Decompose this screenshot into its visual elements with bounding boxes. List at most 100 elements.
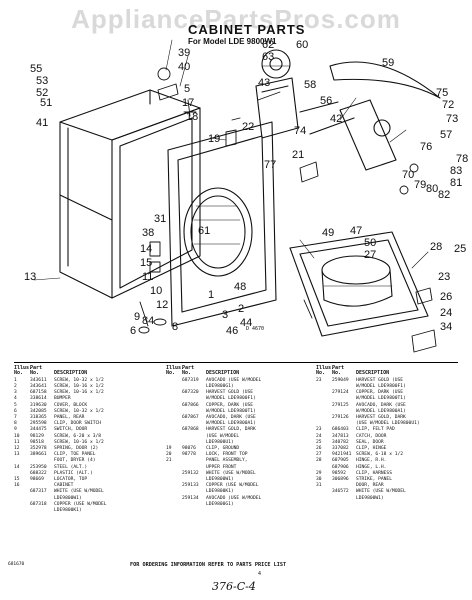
- callout-number: 44: [240, 317, 253, 329]
- part-description: CLIP, HINGE: [356, 446, 387, 452]
- part-description: CLIP, HARNESS: [356, 470, 392, 476]
- part-description: W/MODEL LDE9800F1): [206, 396, 256, 402]
- upper-right-parts: [255, 49, 441, 171]
- callout-number: 31: [154, 213, 167, 225]
- part-description: SCREW, 10-16 x 1/2: [54, 390, 104, 396]
- part-number: 344475: [30, 427, 47, 433]
- part-description: SPRING, DOOR (2): [54, 446, 99, 452]
- table-row: 259133 COPPER (USE W/MODEL: [166, 483, 286, 489]
- part-description: W/MODEL LDE9800A1): [356, 408, 406, 414]
- side-code: 681670: [8, 562, 25, 567]
- part-number: 295598: [30, 421, 47, 427]
- illus-number: 29: [316, 470, 322, 476]
- part-description: CLIP, TOE PANEL: [54, 452, 96, 458]
- callout-number: 81: [450, 177, 463, 189]
- part-description: AVOCADO, DARK (USE: [206, 415, 256, 421]
- part-description: CABINET: [54, 483, 74, 489]
- leader-lines: [33, 39, 429, 281]
- table-row: LDE9800W1): [316, 496, 436, 502]
- table-row: LDE9800G1): [166, 384, 286, 390]
- table-row: LDE9800W1): [166, 477, 286, 483]
- callout-number: 84: [142, 315, 155, 327]
- part-description: HARVEST GOLD (USE: [356, 377, 404, 383]
- illus-number: 5: [14, 402, 17, 408]
- illus-number: [166, 502, 182, 508]
- page-number: 4: [258, 571, 262, 577]
- callout-number: 22: [242, 121, 255, 133]
- part-description: LOCATOR, TOP: [54, 477, 88, 483]
- part-number: 337082: [332, 446, 349, 452]
- callout-number: 18: [186, 111, 199, 123]
- callout-number: 40: [178, 61, 191, 73]
- part-number: 98592: [332, 470, 346, 476]
- callout-number: 13: [24, 271, 37, 283]
- callout-number: 12: [156, 299, 169, 311]
- illus-number: 4: [14, 396, 17, 402]
- part-number: [332, 496, 356, 502]
- part-number: 318365: [30, 415, 47, 421]
- table-row: W/MODEL LDE9800T1): [316, 396, 436, 402]
- callout-number: 21: [292, 149, 305, 161]
- callout-number: 56: [320, 95, 333, 107]
- part-description: COPPER (USE W/MODEL: [206, 483, 259, 489]
- callout-number: 39: [178, 47, 191, 59]
- callout-number: 34: [440, 321, 453, 333]
- callout-number: 47: [350, 225, 363, 237]
- part-description: W/MODEL LDE9800T1): [206, 408, 256, 414]
- callout-number: 27: [364, 249, 377, 261]
- table-row: W/MODEL LDE9800A1): [166, 421, 286, 427]
- illus-number: 11: [14, 439, 20, 445]
- hardware: [138, 67, 437, 353]
- part-number: 253950: [30, 464, 47, 470]
- part-description: SCREW, 10-32 x 1/2: [54, 377, 104, 383]
- illus-number: 6: [14, 408, 17, 414]
- illus-number: 28: [316, 458, 322, 464]
- callout-number: 70: [402, 169, 415, 181]
- part-number: 259133: [182, 483, 199, 489]
- part-description: PLASTIC (ALT.): [54, 470, 93, 476]
- callout-number: 59: [382, 57, 395, 69]
- callout-number: 46: [226, 325, 239, 337]
- part-description: COVER, BLOCK: [54, 402, 88, 408]
- illus-number: 23: [316, 427, 322, 433]
- part-description: SCREW, 6-20 x 3/8: [54, 433, 102, 439]
- part-description: WHITE (USE W/MODEL: [54, 489, 104, 495]
- part-description: BUMPER: [54, 396, 71, 402]
- illus-number: 26: [316, 446, 322, 452]
- part-description: COPPER, DARK (USE: [356, 390, 404, 396]
- part-description: FOOT, DRYER (4): [54, 458, 96, 464]
- part-number: 389661: [30, 452, 47, 458]
- callout-number: 73: [446, 113, 459, 125]
- part-description: HINGE, L.H.: [356, 464, 387, 470]
- part-number: 259132: [182, 470, 199, 476]
- part-description: AVOCADO (USE W/MODEL: [206, 377, 262, 383]
- table-row: W/MODEL LDE9800F1): [166, 396, 286, 402]
- table-row: LDE9800W1): [14, 496, 134, 502]
- part-number: 98518: [30, 439, 44, 445]
- part-description: W/MODEL LDE9800F1): [356, 384, 406, 390]
- part-number: 343611: [30, 377, 47, 383]
- part-description: HARVEST GOLD, DARK: [356, 415, 406, 421]
- callout-number: 49: [322, 227, 335, 239]
- callout-number: 24: [440, 307, 453, 319]
- part-number: 687905: [332, 458, 349, 464]
- table-row: LDE9800K1): [14, 508, 134, 514]
